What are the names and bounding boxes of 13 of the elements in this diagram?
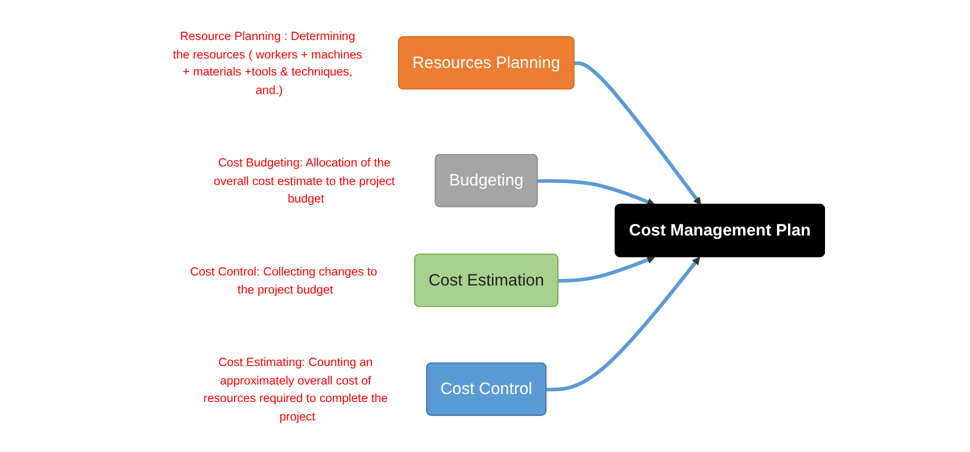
- process-box: Cost Estimation: [414, 254, 558, 307]
- arrow: [538, 179, 656, 206]
- arrow: [546, 256, 700, 392]
- process-box: Cost Management Plan: [614, 204, 826, 258]
- process-box: Budgeting: [434, 154, 538, 208]
- description-text: Cost Budgeting: Allocation of the overall cost estimate to the project budget: [214, 156, 395, 206]
- arrow: [558, 256, 656, 283]
- process-box: Cost Control: [426, 362, 546, 416]
- arrow: [574, 61, 702, 206]
- description-text: Resource Planning : Determining the resources ( workers + machines + materials +tools & techniques, and.): [172, 28, 362, 96]
- description-text: Cost Estimating: Counting an approximately overall cost of resources required to complete the project: [203, 355, 388, 423]
- process-box: Resources Planning: [398, 36, 574, 90]
- description-text: Cost Control: Collecting changes to the project budget: [190, 264, 378, 296]
